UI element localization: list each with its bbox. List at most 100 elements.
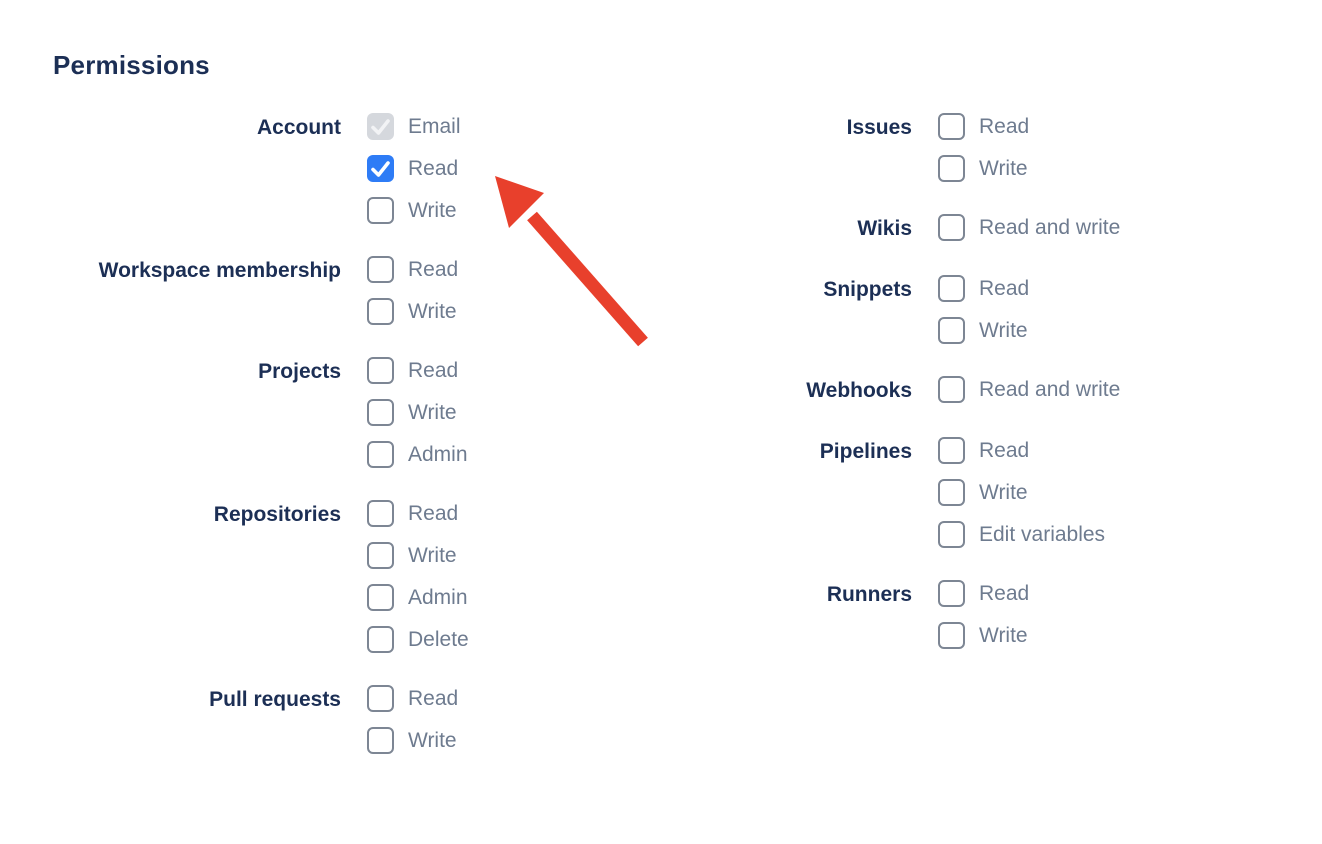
checkbox-row-issues-read[interactable]: Read: [938, 113, 1029, 140]
workspace-membership-write-checkbox[interactable]: [367, 298, 394, 325]
repositories-delete-checkbox[interactable]: [367, 626, 394, 653]
group-label-repositories: Repositories: [213, 503, 341, 526]
issues-write-checkbox[interactable]: [938, 155, 965, 182]
projects-read-checkbox[interactable]: [367, 357, 394, 384]
pipelines-read-checkbox[interactable]: [938, 437, 965, 464]
repositories-write-checkbox[interactable]: [367, 542, 394, 569]
checkbox-row-issues-write[interactable]: Write: [938, 155, 1029, 182]
group-label-pipelines: Pipelines: [819, 440, 912, 463]
checkbox-row-runners-write[interactable]: Write: [938, 622, 1029, 649]
runners-write-checkbox[interactable]: [938, 622, 965, 649]
pipelines-write-checkbox[interactable]: [938, 479, 965, 506]
group-label-runners: Runners: [826, 583, 912, 606]
checkbox-row-repositories-write[interactable]: Write: [367, 542, 469, 569]
checkbox-label: Read and write: [979, 377, 1121, 401]
checkbox-row-snippets-write[interactable]: Write: [938, 317, 1029, 344]
checkbox-row-runners-read[interactable]: Read: [938, 580, 1029, 607]
checkbox-label: Write: [408, 299, 457, 323]
permission-group-wikis: Wikis Read and write: [690, 214, 1270, 243]
checkbox-row-snippets-read[interactable]: Read: [938, 275, 1029, 302]
checkbox-row-repositories-admin[interactable]: Admin: [367, 584, 469, 611]
checkbox-label: Read: [979, 114, 1030, 138]
checkbox-row-repositories-read[interactable]: Read: [367, 500, 469, 527]
checkbox-label: Delete: [408, 627, 469, 651]
repositories-admin-checkbox[interactable]: [367, 584, 394, 611]
group-label-issues: Issues: [846, 116, 912, 139]
checkbox-label: Email: [408, 114, 461, 138]
checkbox-label: Read and write: [979, 215, 1121, 239]
snippets-read-checkbox[interactable]: [938, 275, 965, 302]
projects-write-checkbox[interactable]: [367, 399, 394, 426]
checkbox-label: Write: [979, 623, 1028, 647]
checkbox-label: Write: [979, 480, 1028, 504]
checkbox-row-pipelines-write[interactable]: Write: [938, 479, 1105, 506]
repositories-read-checkbox[interactable]: [367, 500, 394, 527]
group-label-snippets: Snippets: [823, 278, 912, 301]
checkbox-label: Read: [408, 686, 459, 710]
group-label-account: Account: [257, 116, 341, 139]
checkbox-label: Write: [408, 400, 457, 424]
account-write-checkbox[interactable]: [367, 197, 394, 224]
group-label-pull-requests: Pull requests: [209, 688, 341, 711]
account-email-checkbox: [367, 113, 394, 140]
group-label-projects: Projects: [258, 360, 341, 383]
checkbox-row-pull-requests-read[interactable]: Read: [367, 685, 458, 712]
pull-requests-read-checkbox[interactable]: [367, 685, 394, 712]
checkbox-label: Read: [979, 581, 1030, 605]
checkbox-label: Read: [408, 501, 459, 525]
runners-read-checkbox[interactable]: [938, 580, 965, 607]
checkbox-label: Write: [979, 318, 1028, 342]
checkbox-label: Read: [408, 257, 459, 281]
pipelines-edit-variables-checkbox[interactable]: [938, 521, 965, 548]
checkbox-row-wikis-read-and-write[interactable]: Read and write: [938, 214, 1120, 241]
checkbox-label: Admin: [408, 585, 468, 609]
wikis-read-and-write-checkbox[interactable]: [938, 214, 965, 241]
group-label-workspace-membership: Workspace membership: [98, 259, 341, 282]
workspace-membership-read-checkbox[interactable]: [367, 256, 394, 283]
projects-admin-checkbox[interactable]: [367, 441, 394, 468]
checkbox-row-projects-read[interactable]: Read: [367, 357, 468, 384]
group-label-webhooks: Webhooks: [806, 379, 912, 402]
pull-requests-write-checkbox[interactable]: [367, 727, 394, 754]
issues-read-checkbox[interactable]: [938, 113, 965, 140]
checkbox-row-pipelines-edit-variables[interactable]: Edit variables: [938, 521, 1105, 548]
checkbox-row-account-read[interactable]: Read: [367, 155, 461, 182]
checkbox-row-account-email: Email: [367, 113, 461, 140]
checkbox-row-workspace-membership-read[interactable]: Read: [367, 256, 458, 283]
checkbox-label: Read: [408, 156, 459, 180]
checkbox-row-webhooks-read-and-write[interactable]: Read and write: [938, 376, 1120, 403]
checkbox-row-projects-write[interactable]: Write: [367, 399, 468, 426]
checkbox-row-projects-admin[interactable]: Admin: [367, 441, 468, 468]
checkbox-row-repositories-delete[interactable]: Delete: [367, 626, 469, 653]
checkbox-list-wikis: Read and write: [938, 214, 1120, 243]
checkbox-row-account-write[interactable]: Write: [367, 197, 461, 224]
group-label-wikis: Wikis: [857, 217, 912, 240]
webhooks-read-and-write-checkbox[interactable]: [938, 376, 965, 403]
checkbox-label: Write: [979, 156, 1028, 180]
checkbox-label: Write: [408, 543, 457, 567]
snippets-write-checkbox[interactable]: [938, 317, 965, 344]
checkbox-row-workspace-membership-write[interactable]: Write: [367, 298, 458, 325]
account-read-checkbox[interactable]: [367, 155, 394, 182]
permission-group-webhooks: Webhooks Read and write: [690, 376, 1270, 405]
checkbox-list-webhooks: Read and write: [938, 376, 1120, 405]
checkbox-row-pull-requests-write[interactable]: Write: [367, 727, 458, 754]
checkbox-row-pipelines-read[interactable]: Read: [938, 437, 1105, 464]
checkbox-label: Read: [408, 358, 459, 382]
